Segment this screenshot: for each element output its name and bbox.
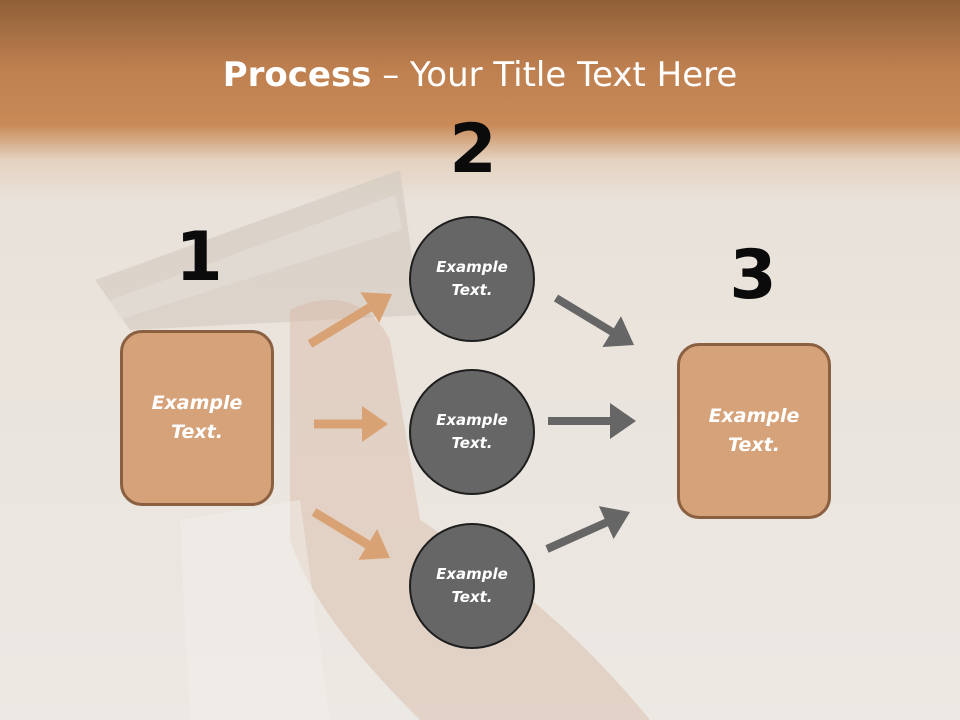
process-circle-1-label: Example Text.	[436, 258, 508, 299]
title-bold: Process	[222, 55, 372, 95]
process-circle-2-label: Example Text.	[436, 411, 508, 452]
arrow-box1-to-circle3	[311, 508, 390, 560]
slide-title: Process – Your Title Text Here	[0, 54, 960, 96]
arrow-box1-to-circle1	[307, 292, 392, 348]
step-box-1-label: Example Text.	[151, 392, 243, 443]
step-box-1: Example Text.	[120, 330, 274, 506]
process-circle-1: Example Text.	[409, 216, 535, 342]
step-box-3: Example Text.	[677, 343, 831, 519]
step-number-3: 3	[729, 236, 777, 315]
step-box-3-label: Example Text.	[708, 405, 800, 456]
arrow-box1-to-circle2	[314, 406, 388, 442]
title-rest: – Your Title Text Here	[371, 55, 738, 95]
process-circle-2: Example Text.	[409, 369, 535, 495]
arrow-circle3-to-box3	[545, 506, 630, 553]
arrow-circle2-to-box3	[548, 403, 636, 439]
step-number-1: 1	[175, 218, 223, 297]
step-number-2: 2	[449, 110, 497, 189]
arrow-circle1-to-box3	[553, 294, 634, 347]
process-circle-3: Example Text.	[409, 523, 535, 649]
process-circle-3-label: Example Text.	[436, 565, 508, 606]
